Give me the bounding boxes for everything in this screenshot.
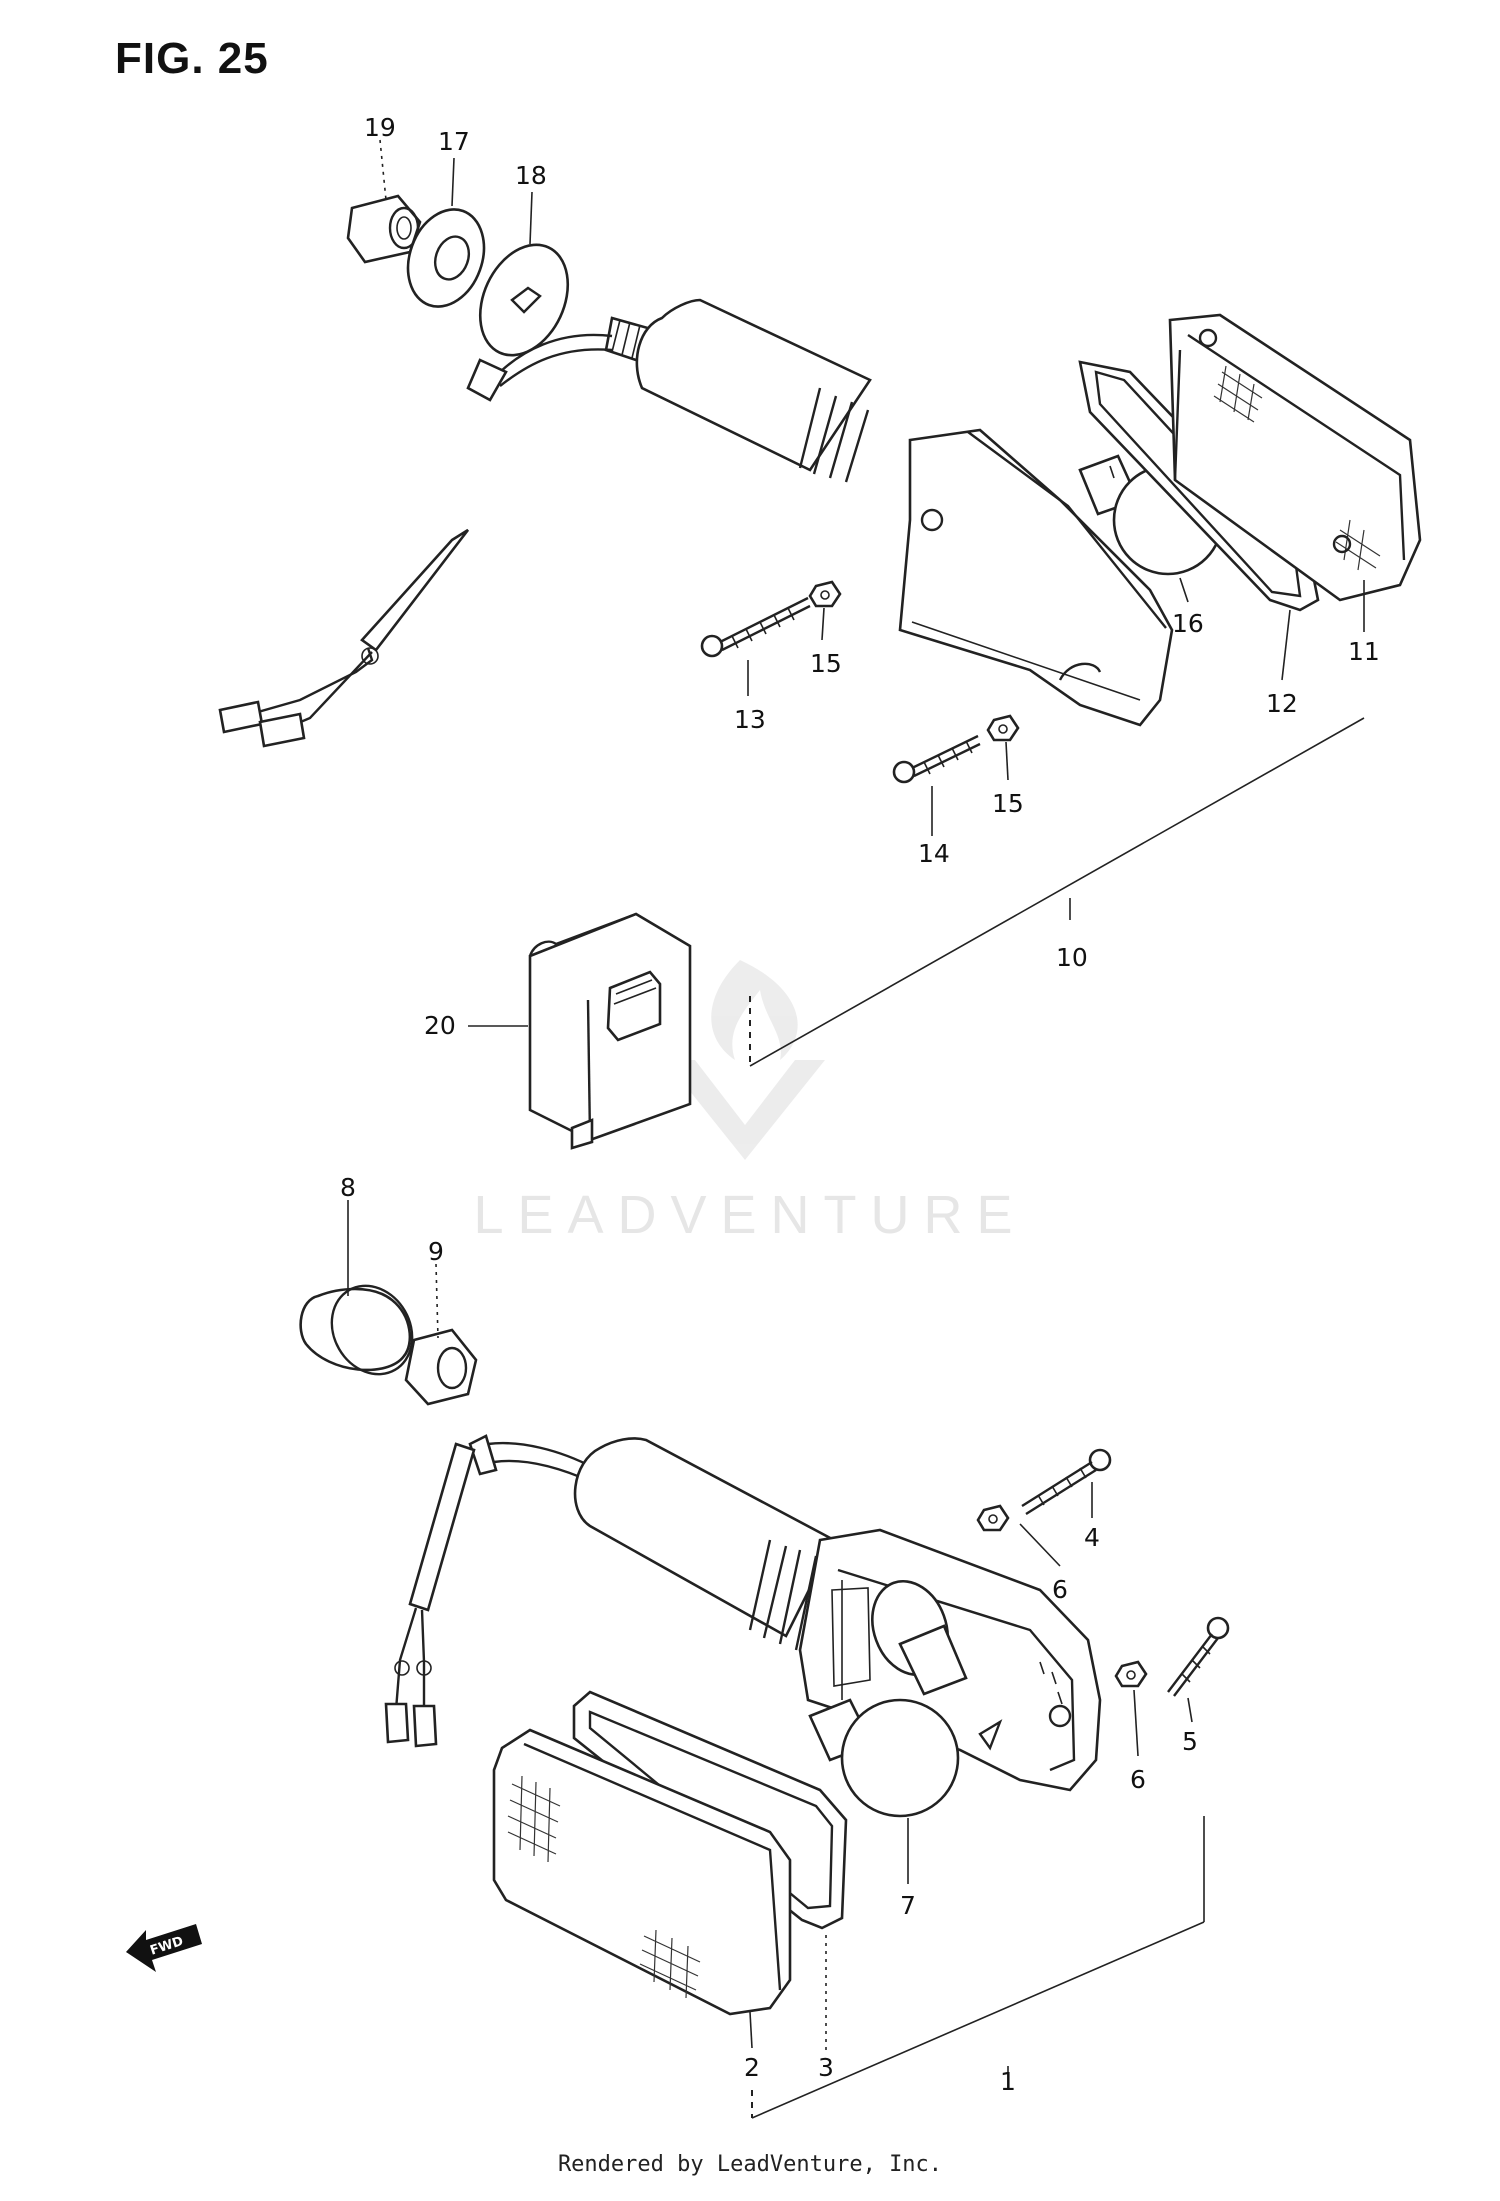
part-8-rubber-cap xyxy=(299,1284,414,1376)
callout-7: 7 xyxy=(900,1891,916,1920)
part-15a-nut xyxy=(808,580,842,608)
footer-credit: Rendered by LeadVenture, Inc. xyxy=(557,2152,943,2177)
part-10-upper-lamp-body xyxy=(466,298,1174,727)
callout-15b: 15 xyxy=(992,789,1024,818)
part-11-upper-lens xyxy=(1168,313,1422,602)
part-13-screw xyxy=(700,596,811,658)
part-15b-nut xyxy=(986,714,1020,742)
callout-13: 13 xyxy=(734,705,766,734)
part-6a-nut xyxy=(976,1504,1010,1532)
part-9-nut xyxy=(404,1328,478,1406)
callout-12: 12 xyxy=(1266,689,1298,718)
part-18-rubber-washer xyxy=(478,243,570,357)
callout-2: 2 xyxy=(744,2053,760,2082)
callout-4: 4 xyxy=(1084,1523,1100,1552)
part-7-lower-bulb xyxy=(808,1698,960,1818)
callout-1: 1 xyxy=(1000,2067,1016,2096)
part-2-lower-lens xyxy=(492,1728,792,2016)
callout-16: 16 xyxy=(1172,609,1204,638)
callout-5: 5 xyxy=(1182,1727,1198,1756)
watermark-text: LEADVENTURE xyxy=(473,1185,1027,1245)
callout-17: 17 xyxy=(438,127,470,156)
callout-3: 3 xyxy=(818,2053,834,2082)
watermark-logo xyxy=(665,960,825,1160)
upper-wire-harness xyxy=(218,528,470,748)
lower-wire-harness xyxy=(384,1442,476,1748)
part-1-lower-lamp-body xyxy=(468,1434,1102,1792)
callout-10: 10 xyxy=(1056,943,1088,972)
callout-8: 8 xyxy=(340,1173,356,1202)
callout-6b: 6 xyxy=(1130,1765,1146,1794)
part-17-washer xyxy=(406,208,486,308)
callout-15a: 15 xyxy=(810,649,842,678)
callout-labels: 19 17 18 16 12 11 13 15 14 15 10 20 8 9 … xyxy=(340,113,1380,2096)
callout-20: 20 xyxy=(424,1011,456,1040)
part-20-flasher-relay xyxy=(528,912,692,1150)
part-4-screw xyxy=(1021,1448,1112,1516)
callout-19: 19 xyxy=(364,113,396,142)
part-14-screw xyxy=(892,734,981,784)
figure-title: FIG. 25 xyxy=(115,34,269,83)
leader-lines xyxy=(347,139,1365,2119)
callout-18: 18 xyxy=(515,161,547,190)
callout-9: 9 xyxy=(428,1237,444,1266)
callout-14: 14 xyxy=(918,839,950,868)
part-6b-nut xyxy=(1114,1660,1148,1688)
callout-11: 11 xyxy=(1348,637,1380,666)
fwd-arrow-icon: FWD xyxy=(126,1924,202,1972)
callout-6a: 6 xyxy=(1052,1575,1068,1604)
part-5-screw xyxy=(1167,1616,1230,1697)
